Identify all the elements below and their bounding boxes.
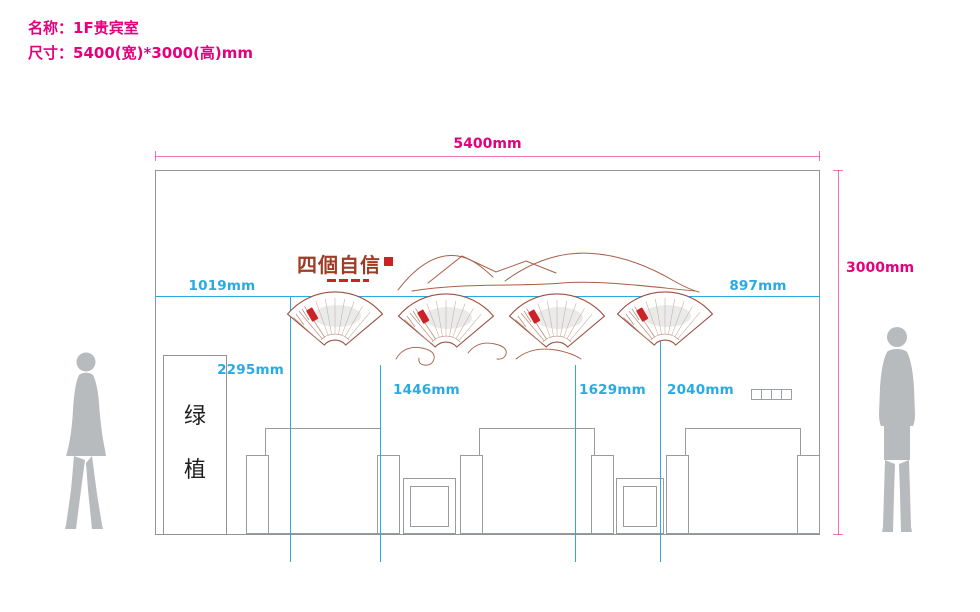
name-label: 名称： [28,19,74,37]
armchair-2-armrest-right [591,455,614,534]
plant-label-top: 绿 [183,404,206,429]
plant-box: 绿 植 [163,355,227,535]
width-dimension-tick-left [155,151,156,161]
side-table-1-inner [410,486,449,527]
switch-cell [781,389,792,400]
wall-switch-panel [751,389,792,400]
dim-label-height-mid-right: 1629mm [579,382,646,398]
dim-label-height-right: 2040mm [667,382,734,398]
dim-line-height-mid-left [380,365,381,562]
height-dimension-line [838,170,839,535]
width-dimension-line [155,156,820,157]
armchair-3-backrest [685,428,801,534]
size-value: 5400(宽)*3000(高)mm [73,44,254,62]
plant-label-bottom: 植 [183,458,206,483]
armchair-1-backrest [265,428,381,534]
man-silhouette [879,327,915,532]
height-dimension-tick-top [833,170,843,171]
artwork-title-block: 四個自信 [297,249,407,282]
artwork-subtitle-mark [327,279,369,282]
width-dimension-tick-right [819,151,820,161]
armchair-3-armrest-left [666,455,689,534]
armchair-2-armrest-left [460,455,483,534]
height-dimension-label: 3000mm [846,260,915,276]
size-label: 尺寸： [28,44,74,62]
dim-label-height-mid-left: 1446mm [393,382,460,398]
artwork-seal-icon [384,257,393,266]
dim-label-height-left: 2295mm [217,362,284,378]
woman-silhouette [65,352,106,529]
armchair-3-armrest-right [797,455,820,534]
drawing-header: 名称：1F贵宾室 尺寸：5400(宽)*3000(高)mm [28,16,253,66]
armchair-1-armrest-right [377,455,400,534]
drawing-name-row: 名称：1F贵宾室 [28,16,253,41]
height-dimension-tick-bottom [833,534,843,535]
dim-line-artwork-horizontal [155,296,820,297]
armchair-2-backrest [479,428,595,534]
width-dimension-label: 5400mm [453,136,522,152]
drawing-size-row: 尺寸：5400(宽)*3000(高)mm [28,41,253,66]
dim-label-left-offset: 1019mm [188,278,256,294]
side-table-2-inner [623,486,657,527]
dim-line-height-left [290,296,291,562]
artwork-title: 四個自信 [297,253,381,277]
armchair-1-armrest-left [246,455,269,534]
dim-line-height-mid-right [575,365,576,562]
dim-label-right-offset: 897mm [729,278,787,294]
name-value: 1F贵宾室 [73,19,139,37]
dim-line-height-right [660,296,661,562]
